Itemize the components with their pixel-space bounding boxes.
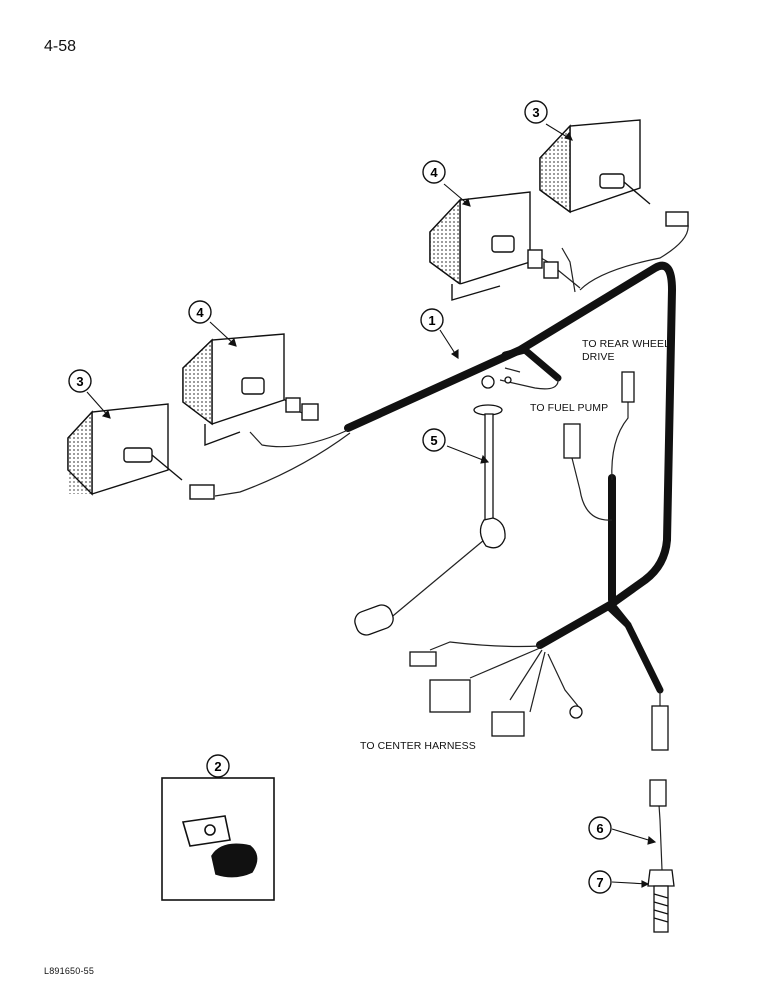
svg-text:2: 2 [214, 759, 221, 774]
callout-leaders [86, 123, 657, 888]
callout-c3a: 3 [68, 369, 92, 393]
lower-connector-upper [651, 705, 669, 751]
callout-c4a: 4 [188, 300, 212, 324]
lamp-right-inner [429, 191, 559, 301]
ring-terminal-center [569, 705, 583, 719]
svg-text:4: 4 [196, 305, 204, 320]
clamp-inset [161, 777, 275, 901]
center-harness-connector-secondary [491, 711, 525, 737]
svg-text:1: 1 [428, 313, 435, 328]
svg-text:6: 6 [596, 821, 603, 836]
lamp-left-inner [182, 333, 319, 447]
lamp-right-outer [539, 119, 689, 227]
svg-text:3: 3 [76, 374, 83, 389]
label-to-center-harness: TO CENTER HARNESS [360, 740, 476, 752]
callout-c7: 7 [588, 870, 612, 894]
label-to-fuel-pump: TO FUEL PUMP [530, 402, 609, 414]
svg-text:3: 3 [532, 105, 539, 120]
callout-c2: 2 [206, 754, 230, 778]
speed-sensor [647, 869, 675, 933]
main-harness [344, 261, 676, 694]
callout-c5: 5 [422, 428, 446, 452]
page-number: 4-58 [44, 38, 77, 55]
lower-connector-lower [649, 779, 667, 807]
center-harness-connector-main [429, 679, 471, 713]
rear-wheel-drive-connector [621, 371, 635, 403]
fuel-sender [354, 404, 506, 636]
ring-terminal-fuel [481, 375, 495, 389]
callout-c4b: 4 [422, 160, 446, 184]
fuel-pump-side-connector [563, 423, 581, 459]
callout-c6: 6 [588, 816, 612, 840]
svg-text:7: 7 [596, 875, 603, 890]
connectors [409, 371, 669, 807]
lamp-left-outer [67, 403, 215, 500]
figure-id: L891650-55 [44, 966, 95, 976]
svg-text:4: 4 [430, 165, 438, 180]
callout-c3b: 3 [524, 100, 548, 124]
center-harness-connector-small [409, 651, 437, 667]
svg-text:5: 5 [430, 433, 437, 448]
thin-wires [214, 224, 689, 871]
label-to-rear-wheel-drive: TO REAR WHEEL DRIVE [582, 338, 670, 363]
callout-c1: 1 [420, 308, 444, 332]
